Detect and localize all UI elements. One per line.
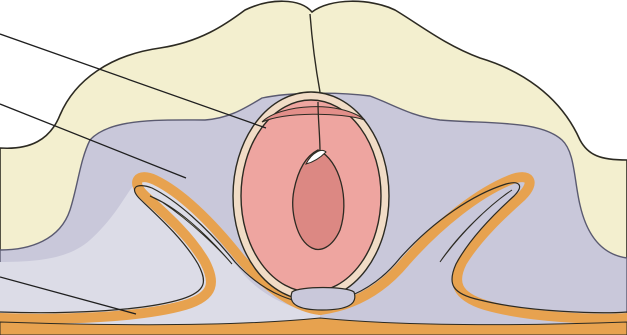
floor-plate (291, 288, 355, 311)
